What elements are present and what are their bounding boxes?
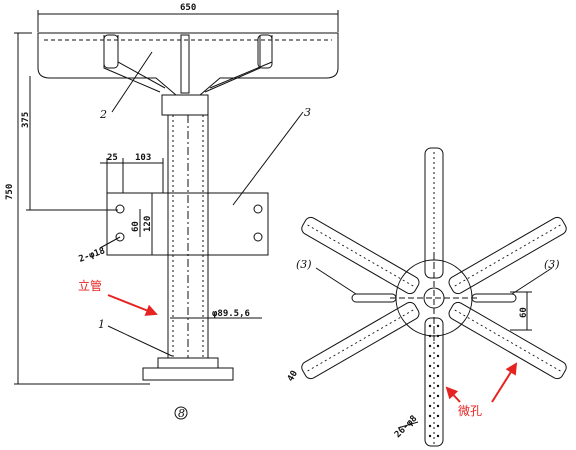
part-2-label: 2: [99, 108, 107, 121]
ref-right: (3): [544, 258, 560, 271]
riser-arrow: [107, 294, 158, 316]
micro-hole-arrow-left: [445, 386, 461, 403]
dim-plate-height: 120: [143, 216, 153, 232]
plan-view: [301, 147, 567, 447]
arm-width-dim: 40: [286, 369, 300, 383]
elevation-view: [14, 10, 339, 385]
t-bar: [37, 32, 339, 96]
part-1-label: 1: [98, 318, 105, 331]
part-3-label: 3: [304, 106, 311, 119]
micro-hole-annotation: 微孔: [458, 404, 482, 418]
dim-bolt-spacing: 103: [135, 153, 151, 163]
riser-annotation: 立管: [78, 278, 102, 293]
dim-upper-height: 375: [21, 112, 31, 128]
ref-left: (3): [296, 258, 312, 271]
view-mark: 8: [178, 407, 185, 420]
micro-holes: [428, 324, 440, 438]
pipe-spec: φ89.5,6: [212, 309, 250, 319]
hole-spec: 2-φ18: [78, 246, 107, 265]
hole-count-dim: 26-φ8: [393, 414, 419, 440]
side-dim: 60: [519, 307, 529, 318]
dim-plate-spacing: 60: [131, 221, 141, 232]
dim-total-height: 750: [5, 184, 15, 200]
micro-hole-arrow-right: [491, 362, 518, 403]
view-mark-circle: [174, 406, 188, 420]
dim-top-width: 650: [180, 3, 196, 13]
dim-bolt-offset: 25: [107, 153, 118, 163]
